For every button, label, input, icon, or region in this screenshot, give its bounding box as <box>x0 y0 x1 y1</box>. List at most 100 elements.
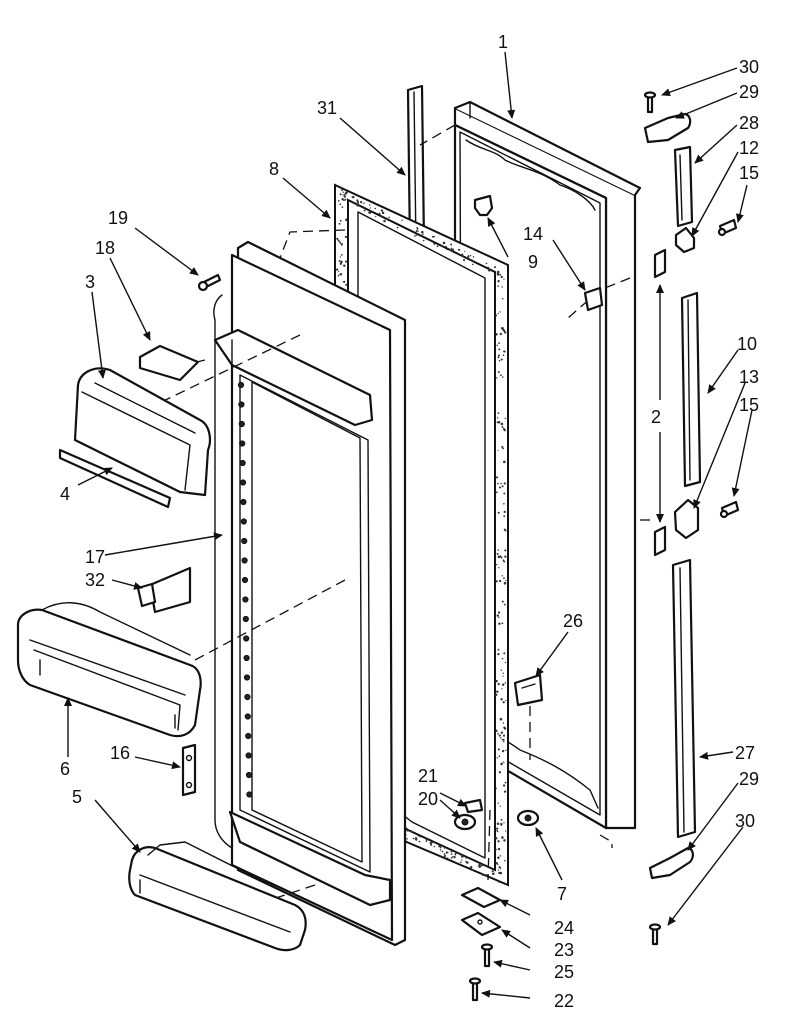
callout-5: 5 <box>72 787 82 807</box>
gasket-speckle <box>505 749 507 751</box>
gasket-speckle <box>415 838 418 841</box>
callout-9: 9 <box>528 252 538 272</box>
callout-7: 7 <box>557 884 567 904</box>
gasket-speckle <box>488 268 491 272</box>
gasket-speckle <box>501 657 504 660</box>
gasket-speckle <box>451 248 455 251</box>
gasket-speckle <box>467 255 470 258</box>
gasket-speckle <box>452 856 454 858</box>
gasket-speckle <box>502 672 504 674</box>
handle-bracket-13 <box>673 498 700 540</box>
gasket-speckle <box>339 256 341 258</box>
gasket-speckle <box>501 600 504 603</box>
gasket-speckle <box>339 272 343 276</box>
gasket-speckle <box>497 611 501 614</box>
gasket-speckle <box>500 669 502 671</box>
gasket-speckle <box>500 737 502 739</box>
shelf-hole <box>238 401 245 408</box>
gasket-speckle <box>455 852 457 855</box>
gasket-speckle <box>501 376 504 378</box>
gasket-speckle <box>497 511 500 514</box>
gasket-speckle <box>369 207 372 209</box>
callout-28: 28 <box>739 113 759 133</box>
callout-27: 27 <box>735 743 755 763</box>
inner-door-liner <box>213 240 407 947</box>
bracket-26 <box>513 673 544 707</box>
gasket-speckle <box>501 298 504 300</box>
gasket-speckle <box>500 358 503 361</box>
gasket-speckle <box>502 761 505 763</box>
door-bin-large <box>16 602 202 738</box>
shelf-hole <box>241 576 249 584</box>
gasket-speckle <box>497 732 499 735</box>
gasket-speckle <box>417 230 419 232</box>
hinge-pin-2-top <box>653 248 667 279</box>
handle-bracket-12 <box>674 226 696 254</box>
gasket-speckle <box>497 417 499 419</box>
gasket-speckle <box>359 200 363 204</box>
gasket-speckle <box>495 476 499 479</box>
callout-23: 23 <box>554 940 574 960</box>
gasket-speckle <box>341 206 344 208</box>
gasket-speckle <box>472 256 475 258</box>
gasket-speckle <box>496 757 498 759</box>
callout-22: 22 <box>554 991 574 1011</box>
gasket-speckle <box>445 245 448 248</box>
gasket-speckle <box>442 241 446 245</box>
gasket-speckle <box>497 371 500 374</box>
gasket-speckle <box>496 730 498 733</box>
gasket-speckle <box>415 233 418 236</box>
gasket-speckle <box>503 603 506 606</box>
gasket-speckle <box>501 425 503 428</box>
gasket-speckle <box>345 283 348 286</box>
callout-18: 18 <box>95 238 115 258</box>
handle-cap-28 <box>673 145 694 228</box>
gasket-speckle <box>496 827 499 830</box>
gasket-speckle <box>495 314 498 317</box>
gasket-speckle <box>502 722 505 724</box>
shelf-hole <box>244 693 251 701</box>
callout-24: 24 <box>554 918 574 938</box>
gasket-speckle <box>504 682 507 684</box>
gasket-speckle <box>375 215 377 218</box>
gasket-speckle <box>502 426 504 429</box>
gasket-speckle <box>497 682 500 686</box>
gasket-speckle <box>498 359 501 362</box>
gasket-speckle <box>422 239 425 242</box>
gasket-speckle <box>499 734 501 737</box>
gasket-speckle <box>500 556 503 559</box>
gasket-speckle <box>504 417 507 420</box>
gasket-speckle <box>357 202 359 204</box>
callout-4: 4 <box>60 484 70 504</box>
gasket-speckle <box>504 529 507 532</box>
gasket-speckle <box>363 209 366 212</box>
gasket-speckle <box>406 837 408 840</box>
screw-30-bottom <box>648 923 662 946</box>
gasket-speckle <box>494 273 496 275</box>
bushing-7 <box>516 809 540 827</box>
gasket-speckle <box>431 235 434 238</box>
gasket-speckle <box>500 482 502 485</box>
gasket-speckle <box>378 212 381 215</box>
gasket-speckle <box>496 563 498 566</box>
gasket-speckle <box>433 841 435 844</box>
gasket-speckle <box>497 312 499 315</box>
gasket-speckle <box>498 881 501 883</box>
gasket-speckle <box>458 253 461 256</box>
gasket-speckle <box>344 260 348 263</box>
gasket-speckle <box>383 219 386 223</box>
gasket-speckle <box>471 259 474 262</box>
gasket-speckle <box>498 579 502 583</box>
gasket-speckle <box>500 762 503 766</box>
gasket-speckle <box>481 873 484 876</box>
gasket-speckle <box>497 280 500 283</box>
gasket-speckle <box>497 354 501 357</box>
gasket-speckle <box>344 192 348 195</box>
callout-13: 13 <box>739 367 759 387</box>
shelf-hole <box>238 420 245 428</box>
callout-32: 32 <box>85 570 105 590</box>
screw-30-top <box>643 91 657 114</box>
gasket-speckle <box>363 202 365 205</box>
gasket-speckle <box>345 218 348 222</box>
